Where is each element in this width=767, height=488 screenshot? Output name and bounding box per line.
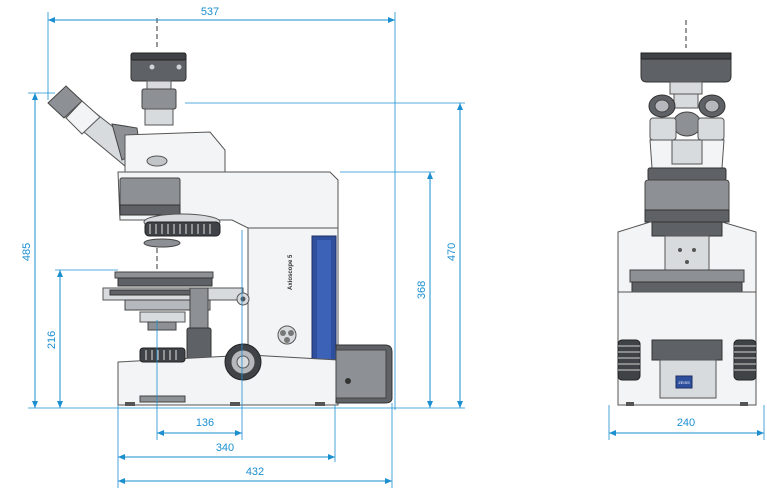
stage-side (102, 271, 250, 367)
dim-body-height: 470 (446, 243, 458, 261)
eyepiece-tube-side (47, 85, 141, 167)
microscope-head-side (117, 131, 339, 229)
head-front (644, 167, 730, 223)
model-label: Axioscope 5 (288, 254, 294, 290)
dim-base-depth: 432 (246, 466, 264, 478)
camera-side (130, 52, 187, 126)
dim-arm-height: 368 (416, 281, 428, 299)
dim-overall-width: 537 (201, 6, 219, 18)
body-front (617, 221, 757, 293)
dim-overall-height: 485 (21, 243, 33, 261)
dim-stage-height: 216 (46, 331, 58, 349)
dim-base-to-column: 340 (216, 442, 234, 454)
camera-front (640, 52, 732, 95)
base-front: ZEISS (617, 291, 757, 406)
dim-stage-offset: 136 (196, 417, 214, 429)
side-dimensions (28, 12, 465, 488)
eyepieces-front (648, 93, 726, 169)
side-view: Axioscope 5 (21, 6, 465, 488)
front-view: ZEISS 240 (608, 20, 765, 440)
lamp-housing-side (335, 344, 393, 404)
dim-front-width: 240 (677, 417, 695, 429)
base-side (117, 343, 339, 406)
logo-text: ZEISS (678, 380, 690, 385)
nosepiece-side (143, 213, 221, 248)
front-dimensions (608, 405, 765, 440)
condenser-side (139, 311, 186, 331)
